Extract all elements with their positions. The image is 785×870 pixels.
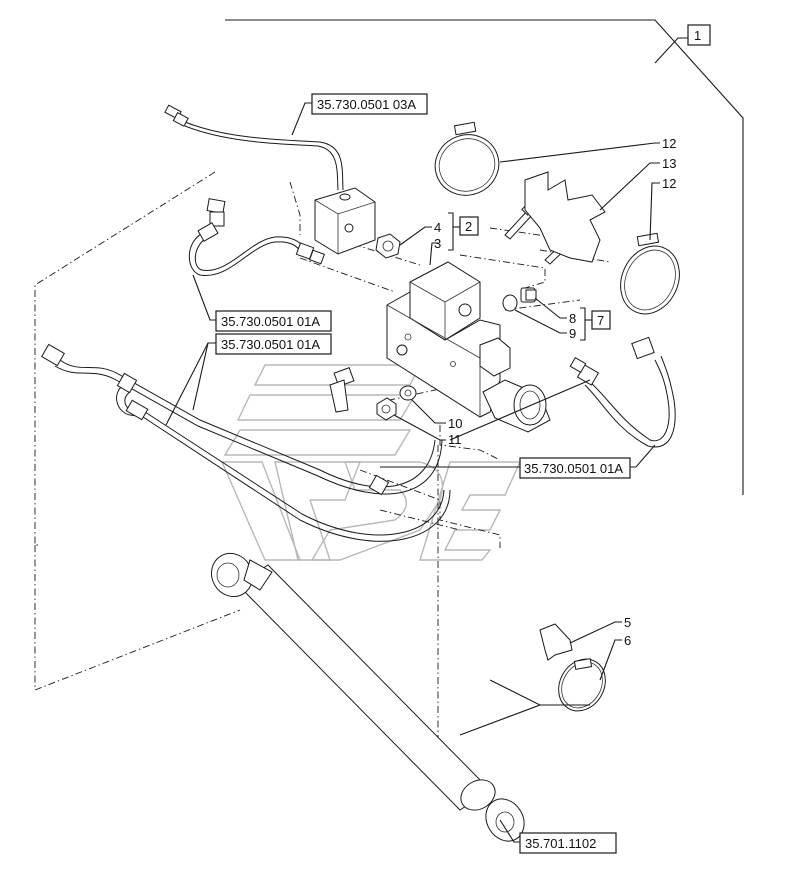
ref-hose-01a-1[interactable]: 35.730.0501 01A xyxy=(215,310,332,332)
item-number-3: 3 xyxy=(434,236,441,251)
bracket-item-13 xyxy=(524,171,606,263)
group-2-label: 2 xyxy=(459,216,479,236)
ref-hose-01a-1-text: 35.730.0501 01A xyxy=(221,314,320,329)
washer-item-10 xyxy=(399,385,417,401)
ref-hose-03a[interactable]: 35.730.0501 03A xyxy=(311,93,428,115)
hose-01a-long xyxy=(41,343,451,542)
leader-lines xyxy=(165,102,660,843)
ref-cylinder-text: 35.701.1102 xyxy=(525,836,596,851)
o-ring-item-9 xyxy=(502,294,518,312)
group-1-number: 1 xyxy=(694,28,701,43)
item-number-4: 4 xyxy=(434,220,441,235)
clip-item-5 xyxy=(539,623,573,661)
item-number-10: 10 xyxy=(448,416,462,431)
group-1-bracket xyxy=(225,19,744,495)
item-number-8: 8 xyxy=(569,311,576,326)
group-7-number: 7 xyxy=(597,313,604,328)
item-number-6: 6 xyxy=(624,633,631,648)
hose-01a-upper xyxy=(188,198,325,276)
item-number-9: 9 xyxy=(569,326,576,341)
nut-item-4 xyxy=(375,233,401,259)
ref-cylinder[interactable]: 35.701.1102 xyxy=(519,832,617,854)
elbow-fitting xyxy=(329,367,355,413)
ref-hose-03a-text: 35.730.0501 03A xyxy=(317,97,416,112)
nut-item-11 xyxy=(376,397,397,421)
item-number-13: 13 xyxy=(662,156,676,171)
plug-item-8 xyxy=(520,287,537,303)
sensor-block xyxy=(314,187,376,255)
watermark-logo xyxy=(220,364,522,561)
item-number-12-upper: 12 xyxy=(662,136,676,151)
item-number-5: 5 xyxy=(624,615,631,630)
hose-01a-right xyxy=(569,336,676,448)
group-7-label: 7 xyxy=(591,310,611,330)
clamp-item-12-lower xyxy=(620,232,680,315)
ref-hose-01a-3-text: 35.730.0501 01A xyxy=(524,461,623,476)
ref-hose-01a-2[interactable]: 35.730.0501 01A xyxy=(215,333,332,355)
ref-hose-01a-3[interactable]: 35.730.0501 01A xyxy=(519,457,631,479)
item-number-12-lower: 12 xyxy=(662,176,676,191)
group-2-number: 2 xyxy=(465,219,472,234)
hose-03a xyxy=(164,104,344,191)
item-numbers: 12 13 12 4 3 8 9 10 11 5 6 xyxy=(434,136,676,648)
hydraulic-cylinder xyxy=(210,552,525,842)
group-1-label: 1 xyxy=(687,24,711,46)
clamp-item-12-upper xyxy=(434,121,500,196)
ref-hose-01a-2-text: 35.730.0501 01A xyxy=(221,337,320,352)
item-number-11: 11 xyxy=(448,432,462,447)
clamp-item-6 xyxy=(558,658,606,712)
